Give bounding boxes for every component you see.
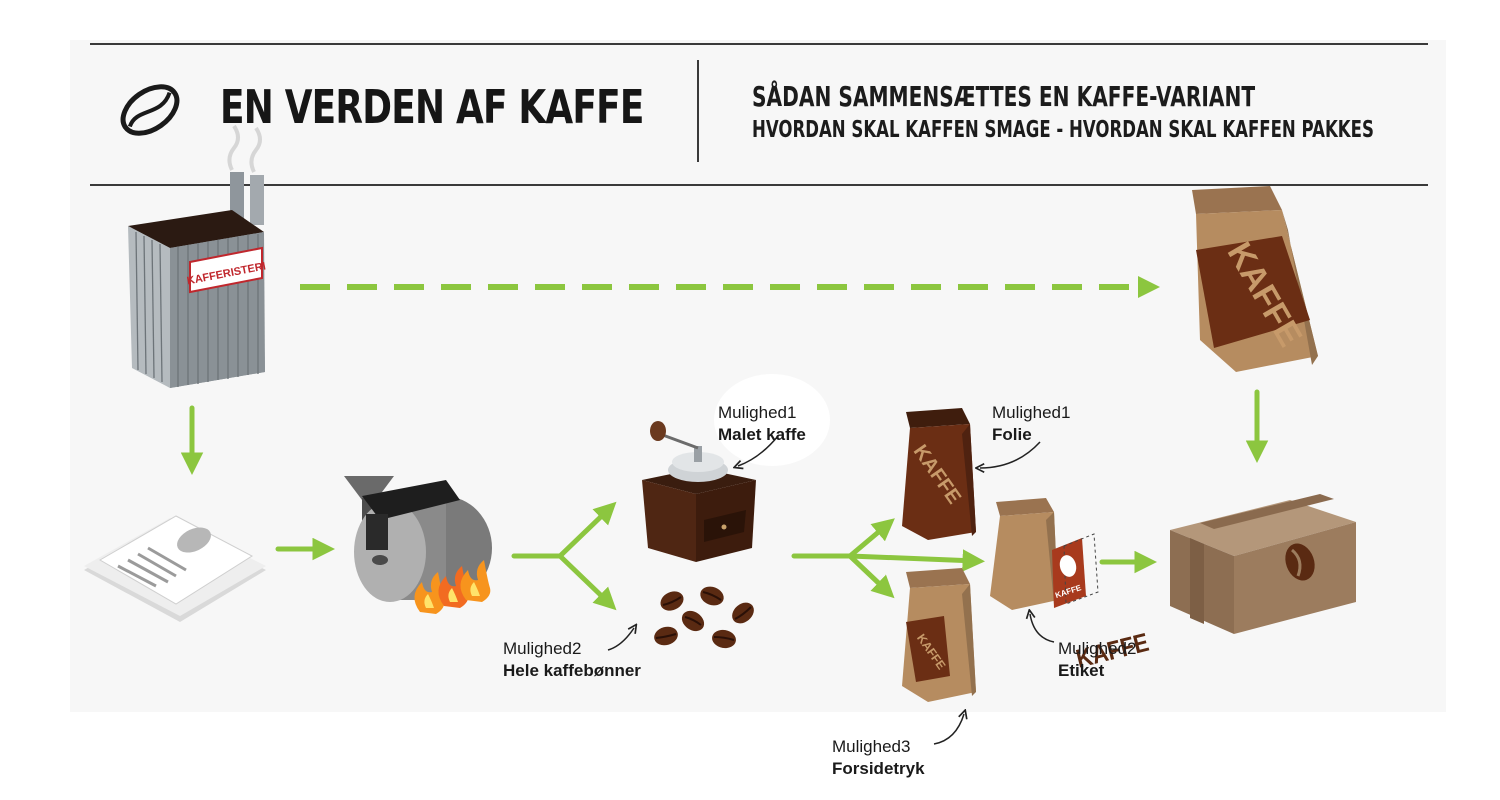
coffee-roaster xyxy=(344,476,492,614)
callout-option: Mulighed2 xyxy=(1058,639,1137,658)
callout-whole-beans: Mulighed2 Hele kaffebønner xyxy=(503,638,641,682)
arrow-to-beans xyxy=(557,553,617,611)
callout-option: Mulighed3 xyxy=(832,737,911,756)
callout-label: Forsidetryk xyxy=(832,759,925,778)
arrow-to-foil-bag xyxy=(791,518,895,559)
arrow-to-grinder xyxy=(511,501,617,559)
callout-label: Etiket xyxy=(1058,661,1105,680)
coffee-beans xyxy=(654,586,754,649)
coffee-bag-print: KAFFE xyxy=(902,568,976,702)
recipe-document-icon xyxy=(84,515,266,622)
page-title: EN VERDEN AF KAFFE xyxy=(220,80,644,134)
header-top-rule xyxy=(90,43,1428,45)
bean-icon xyxy=(1059,555,1077,577)
coffee-bean-logo-icon xyxy=(120,84,180,136)
callout-ground-coffee: Mulighed1 Malet kaffe xyxy=(718,402,806,446)
callout-option: Mulighed2 xyxy=(503,639,582,658)
callout-front-print: Mulighed3 Forsidetryk xyxy=(832,736,925,780)
coffee-bag-kraft: KAFFE xyxy=(990,498,1099,610)
header-bottom-rule xyxy=(90,184,1428,186)
arrow-to-kraft-bag xyxy=(847,549,985,572)
subtitle-line-1: SÅDAN SAMMENSÆTTES EN KAFFE-VARIANT xyxy=(752,80,1256,113)
coffee-grinder xyxy=(642,374,830,562)
arrow-to-print-bag xyxy=(847,553,895,599)
flow-arrows xyxy=(180,389,1269,611)
callout-foil: Mulighed1 Folie xyxy=(992,402,1070,446)
callout-option: Mulighed1 xyxy=(718,403,797,422)
callout-label: Hele kaffebønner xyxy=(503,661,641,680)
coffee-bag-large: KAFFE xyxy=(1192,186,1318,372)
callout-sticker: Mulighed2 Etiket xyxy=(1058,638,1136,682)
dashed-arrow-head xyxy=(1138,276,1160,298)
coffee-bag-foil: KAFFE xyxy=(902,408,976,540)
roastery-building: KAFFERISTERI xyxy=(128,124,267,388)
subtitle-line-2: HVORDAN SKAL KAFFEN SMAGE - HVORDAN SKAL… xyxy=(752,117,1374,143)
flame-icon xyxy=(414,560,491,614)
callout-arrows xyxy=(607,435,1055,745)
label-sticker: KAFFE xyxy=(1052,533,1099,608)
callout-option: Mulighed1 xyxy=(992,403,1071,422)
header-divider xyxy=(697,60,699,162)
callout-label: Folie xyxy=(992,425,1032,444)
callout-label: Malet kaffe xyxy=(718,425,806,444)
